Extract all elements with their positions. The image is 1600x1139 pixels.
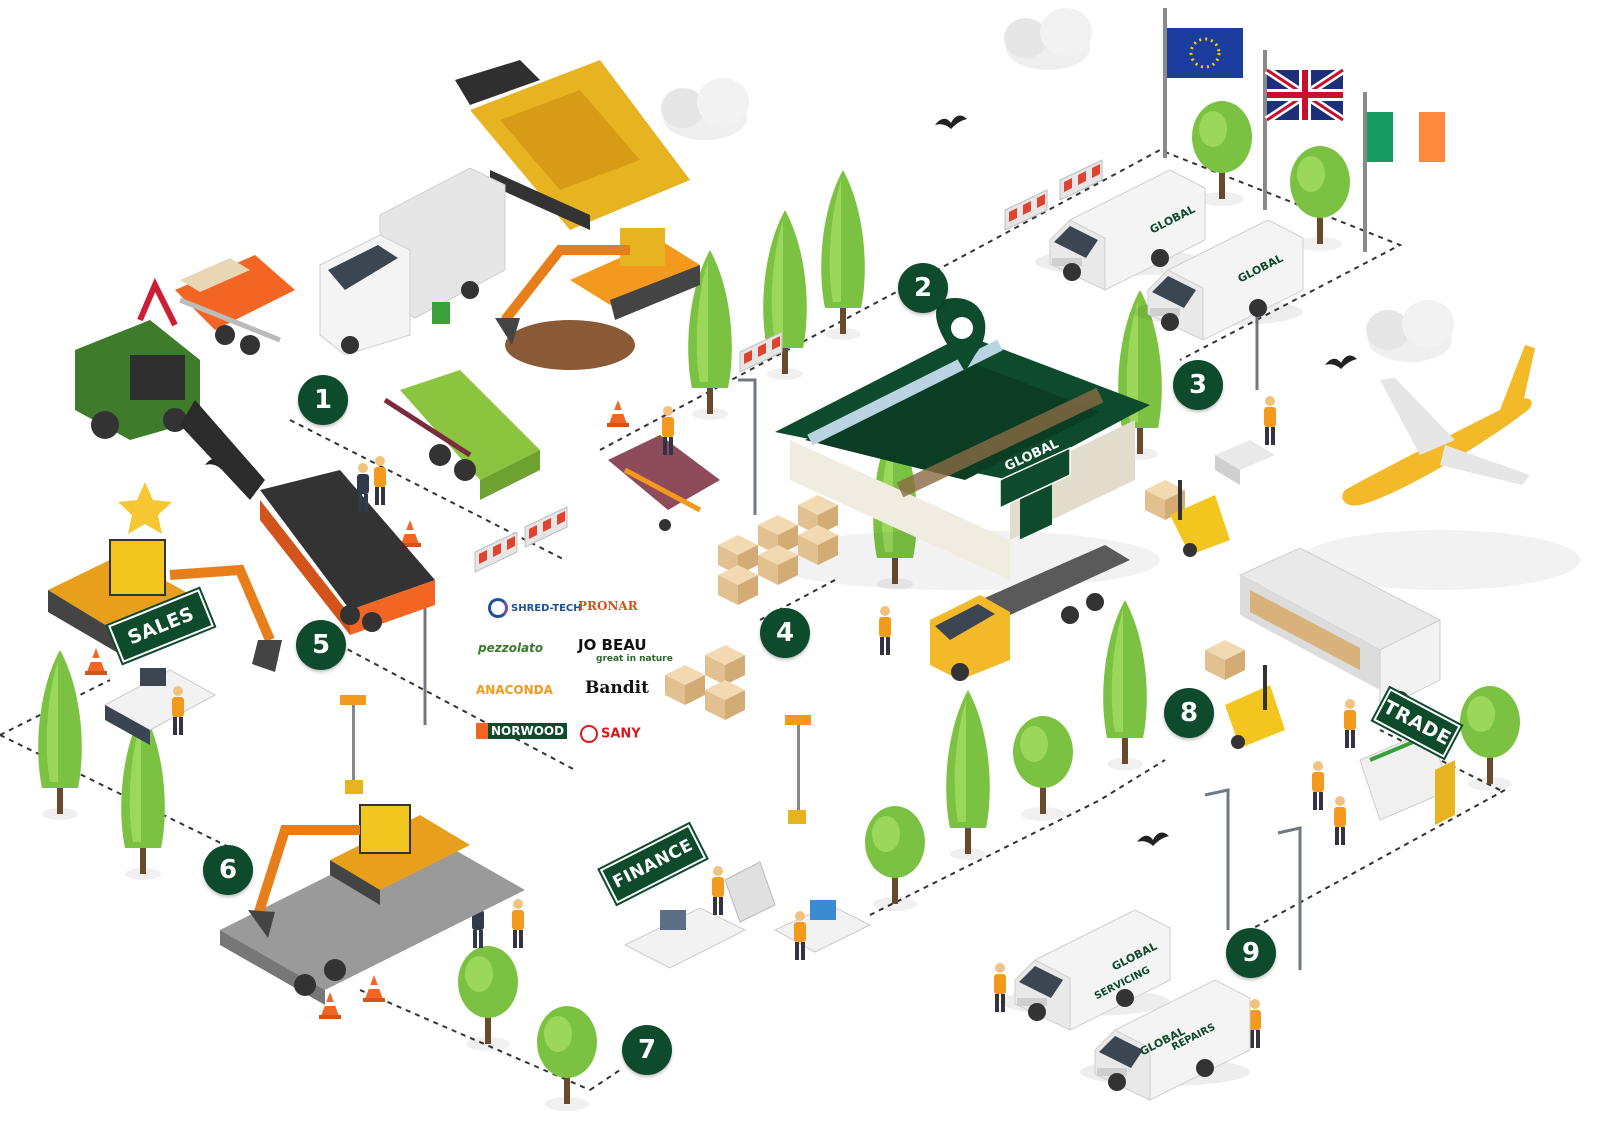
brand-jobeau: JO BEAU great in nature xyxy=(578,638,673,664)
marker-6-label: 6 xyxy=(218,855,238,885)
norwood-label: NORWOOD xyxy=(488,723,568,739)
marker-7: 7 xyxy=(622,1025,672,1075)
shredtech-label: SHRED-TECH xyxy=(511,603,582,614)
box-truck xyxy=(319,167,506,356)
marker-9-label: 9 xyxy=(1241,938,1261,968)
airplane-icon xyxy=(1300,345,1580,590)
sales-desk xyxy=(103,668,217,745)
pronar-label: PRONAR xyxy=(578,599,638,613)
marker-3-label: 3 xyxy=(1188,370,1208,400)
flag-poles xyxy=(1163,8,1367,252)
lowloader-with-excavator xyxy=(220,804,525,1005)
eu-flag xyxy=(1167,28,1243,78)
ireland-flag xyxy=(1367,112,1445,162)
star-icon xyxy=(118,482,172,534)
pezzolato-label: pezzolato xyxy=(478,641,544,655)
anaconda-label: ANACONDA xyxy=(476,683,553,697)
brand-sany: SANY xyxy=(580,725,641,743)
excavator-digging xyxy=(495,228,700,370)
forestry-harvester xyxy=(75,277,200,440)
brand-pronar: PRONAR xyxy=(578,600,638,612)
jobeau-label: JO BEAU xyxy=(578,636,647,654)
marker-4-label: 4 xyxy=(775,618,795,648)
brand-norwood: NORWOOD xyxy=(476,723,568,739)
marker-2: 2 xyxy=(898,263,948,313)
square-baler xyxy=(383,370,540,500)
flatbed-truck xyxy=(930,545,1130,681)
shredtech-swirl-icon xyxy=(488,598,508,618)
conveyor-trailer xyxy=(180,400,435,635)
bandit-label: Bandit xyxy=(585,678,649,698)
sany-label: SANY xyxy=(601,726,641,742)
cargo-semi-trailer xyxy=(1238,547,1442,711)
marker-1: 1 xyxy=(298,375,348,425)
marker-8: 8 xyxy=(1164,688,1214,738)
finance-office xyxy=(623,861,872,969)
pallet-jack-load xyxy=(1215,440,1275,485)
warehouse-building xyxy=(760,298,1160,590)
brand-bandit: Bandit xyxy=(585,680,649,697)
trade-counter xyxy=(1312,729,1455,845)
marker-2-label: 2 xyxy=(913,273,933,303)
wood-chipper-trailer xyxy=(175,255,295,355)
marker-7-label: 7 xyxy=(637,1035,657,1065)
brand-anaconda: ANACONDA xyxy=(476,684,553,696)
brand-pezzolato: pezzolato xyxy=(478,642,543,654)
marker-8-label: 8 xyxy=(1179,698,1199,728)
brand-shredtech: SHRED-TECH xyxy=(488,598,582,618)
marker-3: 3 xyxy=(1173,360,1223,410)
jobeau-tagline: great in nature xyxy=(596,654,673,664)
marker-6: 6 xyxy=(203,845,253,895)
marker-1-label: 1 xyxy=(313,385,333,415)
marker-5: 5 xyxy=(296,620,346,670)
sany-logo-icon xyxy=(580,725,598,743)
portable-sawmill xyxy=(608,435,720,531)
light-towers xyxy=(340,695,811,824)
marker-9: 9 xyxy=(1226,928,1276,978)
forklift-icon xyxy=(1170,480,1285,749)
norwood-badge-icon xyxy=(476,723,488,739)
uk-flag xyxy=(1264,66,1346,124)
marker-5-label: 5 xyxy=(311,630,331,660)
tracked-crusher xyxy=(455,60,690,230)
marker-4: 4 xyxy=(760,608,810,658)
